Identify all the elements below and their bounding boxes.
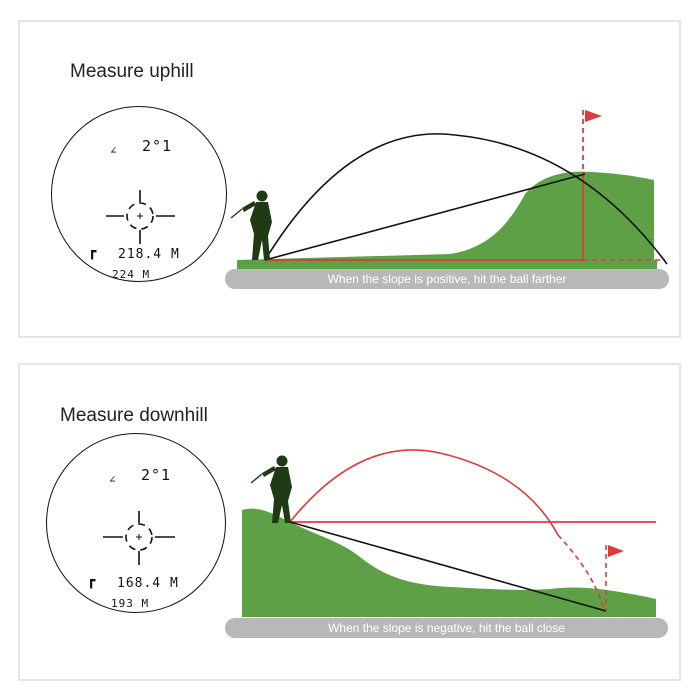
uphill-distance-sub: 224 M	[112, 268, 151, 281]
uphill-illustration	[230, 110, 668, 269]
uphill-flag-icon	[585, 110, 602, 122]
downhill-illustration	[242, 449, 656, 617]
downhill-flag-icon	[608, 545, 624, 557]
flag-icon: ┏	[88, 244, 98, 260]
uphill-hill-shape	[237, 171, 654, 268]
angle-symbol-icon: ∠	[109, 473, 117, 486]
uphill-rangefinder-view: ∠ 2°1 ┏ 218.4 M 224 M	[51, 106, 227, 282]
uphill-distance-main: 218.4 M	[118, 247, 180, 262]
uphill-line-of-sight	[264, 173, 586, 261]
uphill-trajectory	[264, 133, 668, 265]
downhill-trajectory-dashed	[557, 534, 605, 611]
downhill-hill-shape	[242, 508, 656, 617]
uphill-caption: When the slope is positive, hit the ball…	[225, 269, 669, 289]
flag-icon: ┏	[87, 573, 97, 589]
uphill-angle-readout: 2°1	[142, 137, 173, 155]
downhill-distance-sub: 193 M	[111, 597, 150, 610]
uphill-title: Measure uphill	[70, 61, 194, 82]
downhill-distance-main: 168.4 M	[117, 576, 179, 591]
downhill-rangefinder-view: ∠ 2°1 ┏ 168.4 M 193 M	[46, 433, 226, 613]
uphill-panel: Measure uphill ∠ 2°1 ┏ 218.4 M 224 M	[18, 20, 681, 338]
downhill-panel: Measure downhill ∠ 2°1 ┏ 168.4 M 193 M	[18, 363, 681, 681]
downhill-angle-readout: 2°1	[141, 466, 172, 484]
downhill-caption: When the slope is negative, hit the ball…	[225, 618, 668, 638]
downhill-line-of-sight	[289, 521, 607, 612]
downhill-title: Measure downhill	[60, 405, 208, 426]
crosshair-icon	[106, 190, 175, 244]
crosshair-icon	[103, 511, 175, 565]
downhill-trajectory	[289, 449, 559, 536]
uphill-golfer-icon	[230, 190, 272, 260]
downhill-golfer-icon	[250, 455, 292, 523]
angle-symbol-icon: ∠	[110, 144, 118, 157]
